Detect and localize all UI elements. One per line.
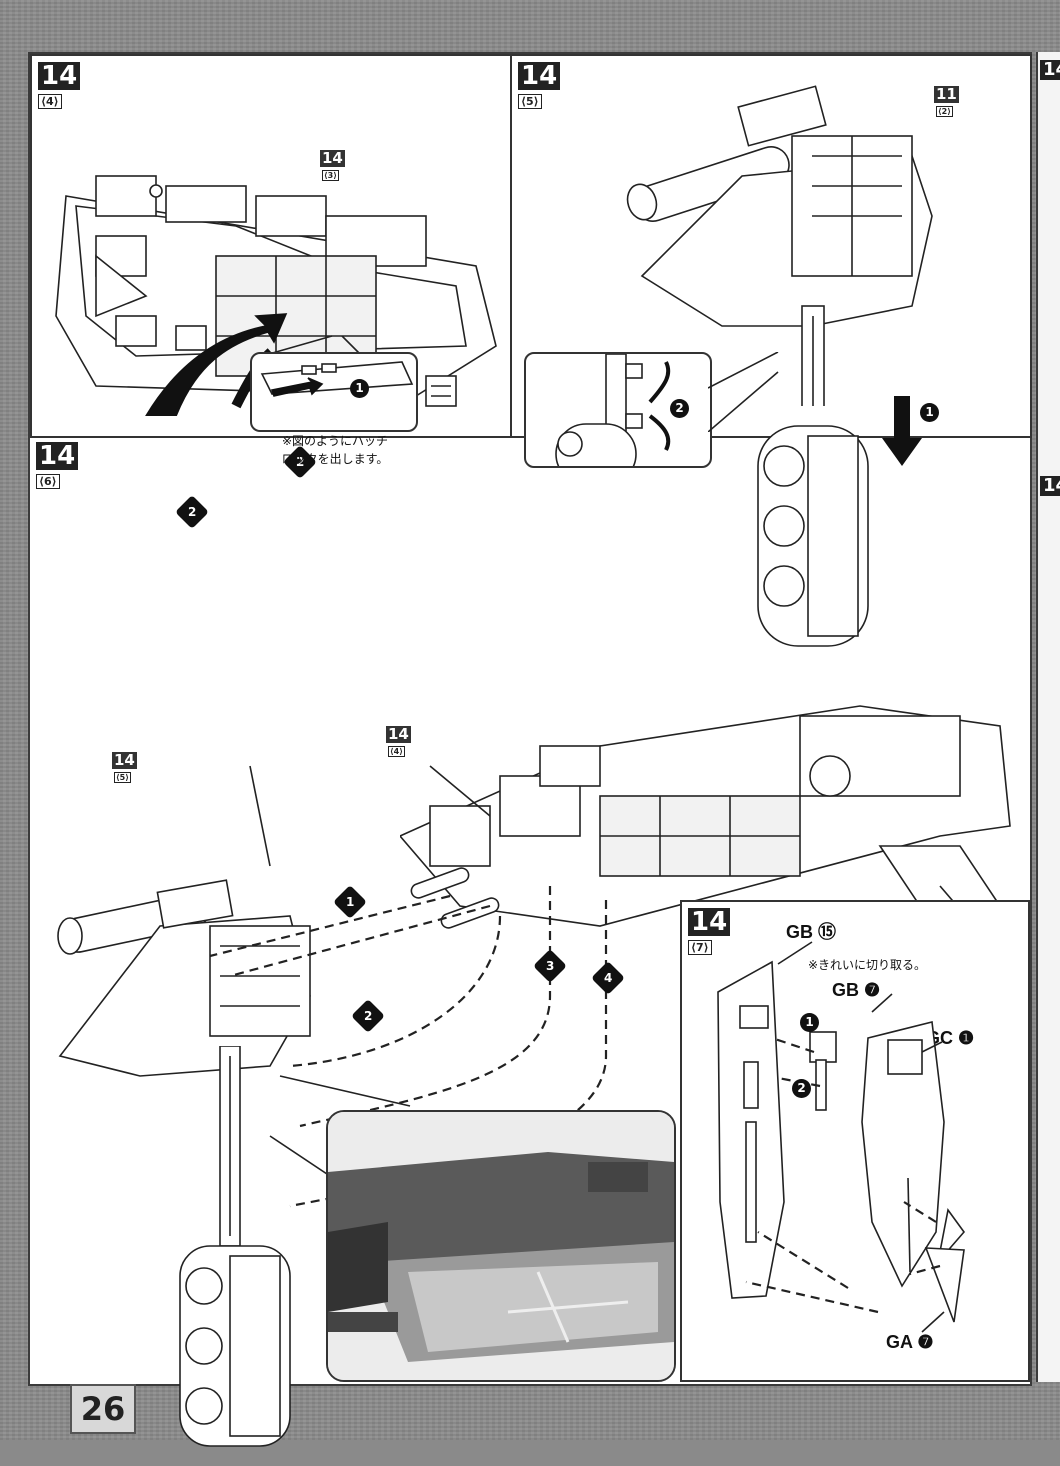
reference-substep: ⟨3⟩ <box>322 170 339 181</box>
hatch-lock-note: ※図のようにハッチ ロックを出します。 <box>281 434 389 466</box>
tread-unit-illustration <box>757 425 869 647</box>
callout-line <box>708 352 779 432</box>
cannon-tread-illustration <box>626 85 933 406</box>
step-number: 14 <box>36 442 79 470</box>
page-number: 26 <box>70 1384 136 1434</box>
reference-substep: ⟨5⟩ <box>114 772 131 783</box>
step-14-6-panel: 14 ⟨6⟩ 14 ⟨5⟩ 14 ⟨4⟩ <box>30 436 1028 1447</box>
step-substep: ⟨4⟩ <box>38 94 62 109</box>
cut-note: ※きれいに切り取る。 <box>808 958 927 972</box>
next-page-edge: 14 14 <box>1036 52 1060 1382</box>
hatch-lock-illustration <box>260 361 414 397</box>
reference-step-number: 14 <box>112 751 137 769</box>
step-badge-1: 1 <box>800 1012 819 1032</box>
step-substep: ⟨5⟩ <box>518 94 542 109</box>
reference-step-number: 11 <box>934 85 959 103</box>
hinge-detail-illustration <box>555 354 671 466</box>
step-14-4-panel: 14 ⟨4⟩ 14 ⟨3⟩ 2 2 <box>30 54 512 529</box>
hatch-lock-callout: 1 <box>250 352 418 432</box>
step-badge-2: 2 <box>792 1078 811 1098</box>
step-substep: ⟨7⟩ <box>688 940 712 955</box>
part-label-gb15: GB ⑮ <box>786 922 837 942</box>
step-number: 14 <box>688 908 731 936</box>
step-substep: ⟨6⟩ <box>36 474 60 489</box>
down-arrow-icon <box>882 396 922 466</box>
step-badge-1: 1 <box>350 378 369 398</box>
step-14-5-panel: 14 ⟨5⟩ 11 ⟨2⟩ 2 <box>510 54 1032 647</box>
reference-substep: ⟨2⟩ <box>936 106 953 117</box>
tread-pillar-illustration <box>179 1046 291 1447</box>
step-badge-1: 1 <box>920 402 939 422</box>
edge-step-number: 14 <box>1040 476 1060 496</box>
edge-step-number: 14 <box>1040 60 1060 80</box>
reference-step-number: 14 <box>320 149 345 167</box>
step-14-7-panel: 14 ⟨7⟩ GB ⑮ ※きれいに切り取る。 GB ❼ GC ❶ GA ❼ 1 … <box>680 900 1030 1382</box>
model-photo <box>328 1112 674 1380</box>
step-number: 14 <box>518 62 561 90</box>
hull-illustration <box>400 705 1011 957</box>
reference-photo <box>326 1110 676 1382</box>
step-badge-2: 2 <box>670 398 689 418</box>
step-number: 14 <box>38 62 81 90</box>
part-label-ga7: GA ❼ <box>886 1332 934 1352</box>
reference-substep: ⟨4⟩ <box>388 746 405 757</box>
reference-step-number: 14 <box>386 725 411 743</box>
part-label-gb7: GB ❼ <box>832 980 881 1000</box>
hinge-callout: 2 <box>524 352 712 468</box>
shield-assembly-illustration <box>717 941 966 1333</box>
